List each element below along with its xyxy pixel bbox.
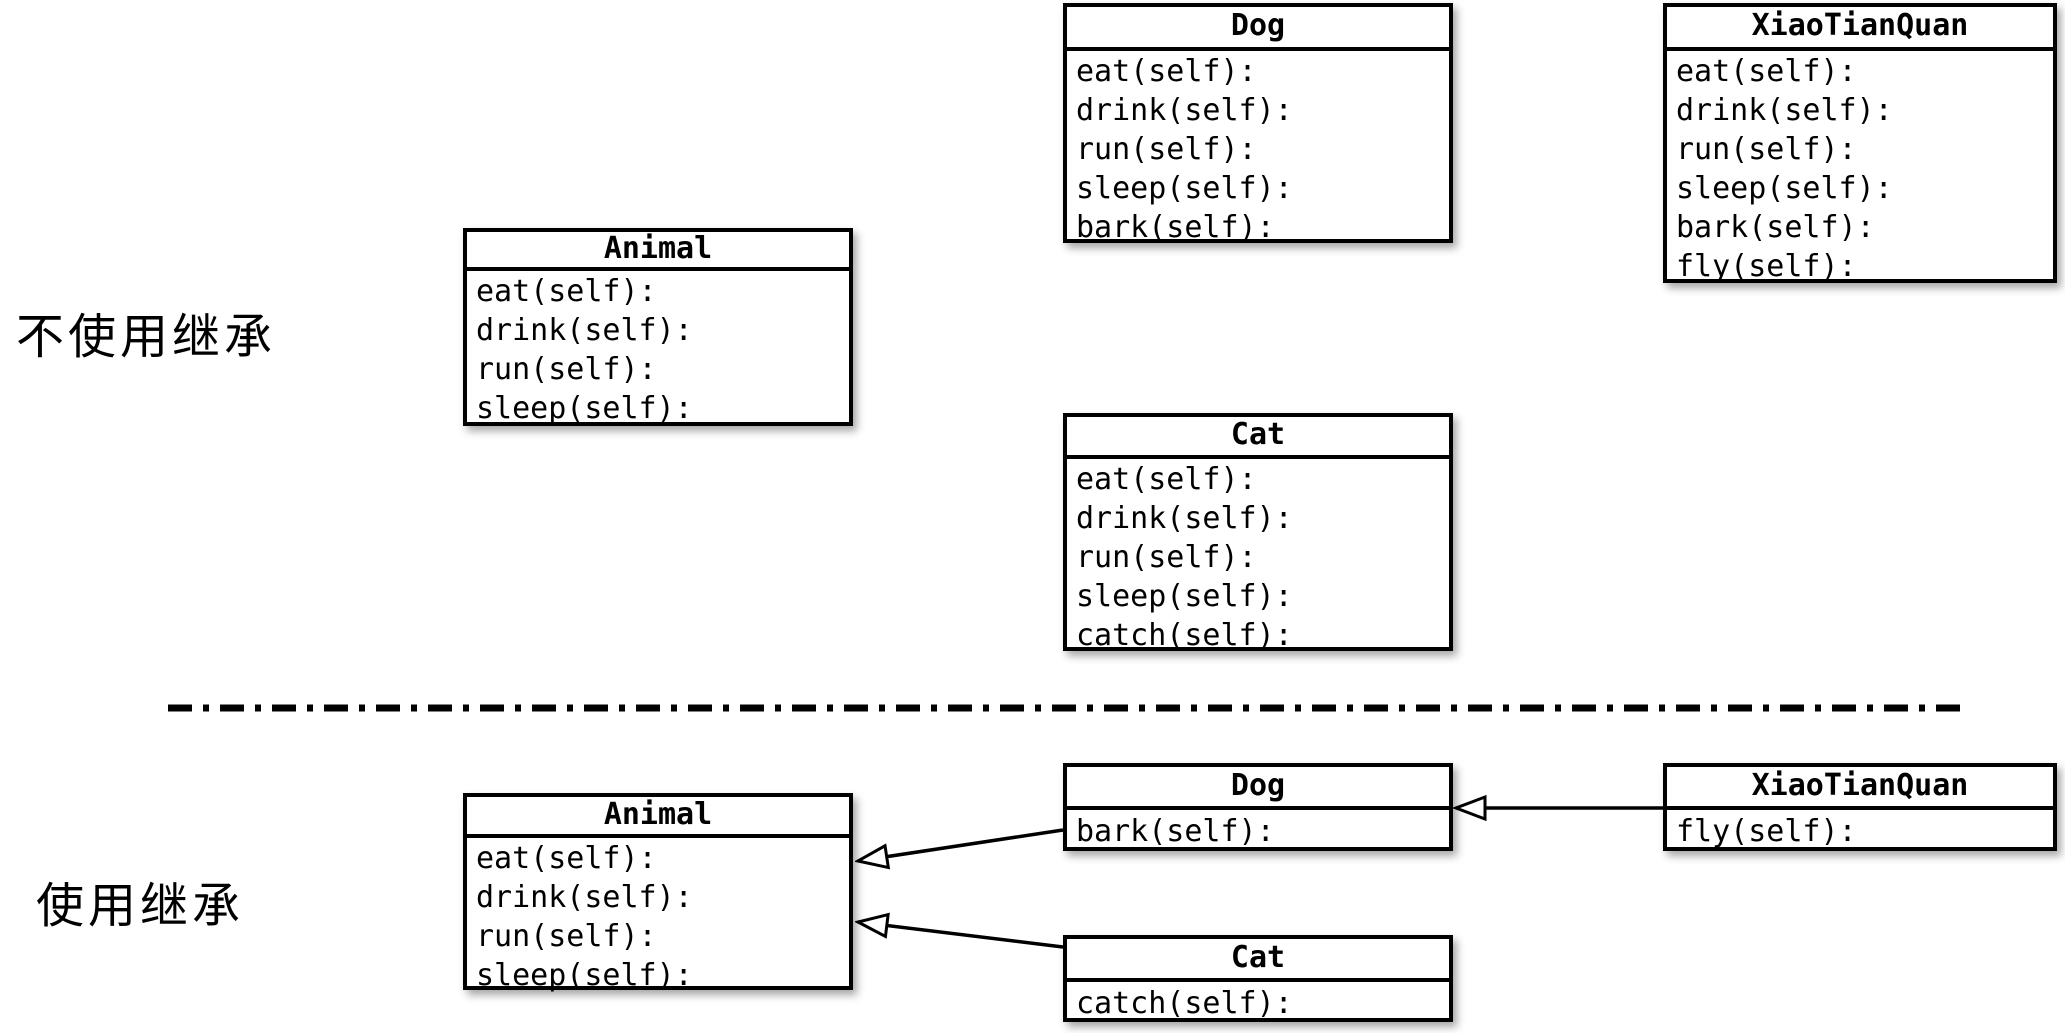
- method: catch(self):: [1076, 618, 1293, 653]
- method: bark(self):: [1076, 814, 1275, 849]
- class-title: XiaoTianQuan: [1667, 767, 2053, 810]
- method: sleep(self):: [476, 391, 693, 426]
- class-title: Animal: [467, 232, 849, 271]
- method: sleep(self):: [1076, 579, 1293, 614]
- method: run(self):: [476, 352, 657, 387]
- method: drink(self):: [1676, 93, 1893, 128]
- method: eat(self):: [1676, 54, 1857, 89]
- class-box-dog-no-inheritance: Dog eat(self): drink(self): run(self): s…: [1063, 3, 1453, 245]
- class-methods: eat(self): drink(self): run(self): sleep…: [1667, 51, 2053, 286]
- class-methods: eat(self): drink(self): run(self): sleep…: [1067, 459, 1449, 655]
- method: catch(self):: [1076, 986, 1293, 1021]
- section-label-no-inheritance: 不使用继承: [16, 311, 277, 364]
- class-title: Cat: [1067, 417, 1449, 459]
- class-box-dog-inheritance: Dog bark(self):: [1063, 763, 1453, 851]
- method: drink(self):: [1076, 93, 1293, 128]
- method: sleep(self):: [1076, 171, 1293, 206]
- method: run(self):: [1076, 540, 1257, 575]
- class-methods: catch(self):: [1067, 982, 1449, 1025]
- class-box-animal-no-inheritance: Animal eat(self): drink(self): run(self)…: [463, 228, 853, 426]
- class-title: XiaoTianQuan: [1667, 7, 2053, 51]
- class-title: Animal: [467, 797, 849, 838]
- method: drink(self):: [476, 313, 693, 348]
- method: sleep(self):: [476, 958, 693, 993]
- class-methods: eat(self): drink(self): run(self): sleep…: [467, 838, 849, 995]
- method: fly(self):: [1676, 814, 1857, 849]
- class-box-xiaotianquan-inheritance: XiaoTianQuan fly(self):: [1663, 763, 2057, 851]
- method: bark(self):: [1676, 210, 1875, 245]
- method: run(self):: [1676, 132, 1857, 167]
- method: eat(self):: [1076, 462, 1257, 497]
- method: run(self):: [476, 919, 657, 954]
- method: fly(self):: [1676, 249, 1857, 284]
- inheritance-arrow-dog-to-animal: [858, 828, 1064, 861]
- method: drink(self):: [1076, 501, 1293, 536]
- method: eat(self):: [1076, 54, 1257, 89]
- method: eat(self):: [476, 274, 657, 309]
- class-box-cat-no-inheritance: Cat eat(self): drink(self): run(self): s…: [1063, 413, 1453, 653]
- class-methods: eat(self): drink(self): run(self): sleep…: [467, 271, 849, 428]
- class-box-animal-inheritance: Animal eat(self): drink(self): run(self)…: [463, 793, 853, 993]
- class-title: Cat: [1067, 939, 1449, 982]
- method: run(self):: [1076, 132, 1257, 167]
- method: sleep(self):: [1676, 171, 1893, 206]
- class-box-cat-inheritance: Cat catch(self):: [1063, 935, 1453, 1022]
- class-methods: bark(self):: [1067, 810, 1449, 853]
- class-box-xiaotianquan-no-inheritance: XiaoTianQuan eat(self): drink(self): run…: [1663, 3, 2057, 286]
- class-title: Dog: [1067, 7, 1449, 51]
- method: bark(self):: [1076, 210, 1275, 245]
- method: eat(self):: [476, 841, 657, 876]
- section-label-inheritance: 使用继承: [36, 880, 245, 933]
- class-methods: fly(self):: [1667, 810, 2053, 853]
- class-methods: eat(self): drink(self): run(self): sleep…: [1067, 51, 1449, 247]
- method: drink(self):: [476, 880, 693, 915]
- class-title: Dog: [1067, 767, 1449, 810]
- inheritance-arrow-cat-to-animal: [858, 922, 1064, 949]
